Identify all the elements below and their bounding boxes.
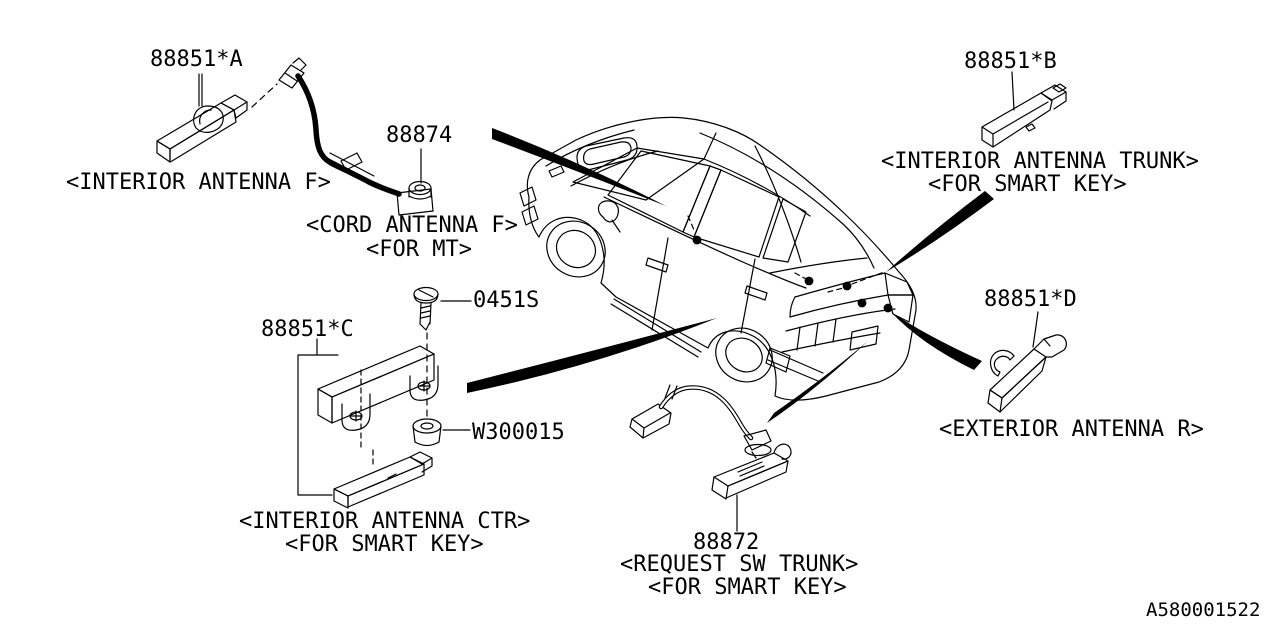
leader-bumper-to-request-switch xyxy=(767,341,868,423)
part-88851c-assembly-drawing xyxy=(297,286,472,509)
grommet-w300015-drawing xyxy=(412,418,471,447)
car-illustration xyxy=(519,116,917,401)
leader-antenna-trunk-to-shelf xyxy=(886,191,994,272)
caption-interior-antenna-ctr: <INTERIOR ANTENNA CTR> xyxy=(239,509,531,534)
part-88851a-drawing xyxy=(156,73,278,163)
antenna-ctr-bar xyxy=(333,451,433,509)
part-88851b-drawing xyxy=(981,71,1067,148)
antenna-cord xyxy=(295,73,402,197)
caption-exterior-antenna-r: <EXTERIOR ANTENNA R> xyxy=(939,417,1204,442)
taillight xyxy=(884,272,914,323)
bracket-leader xyxy=(297,354,339,496)
antenna-location-dots xyxy=(692,235,893,313)
front-wheel xyxy=(546,220,606,278)
part-number-88872: 88872 xyxy=(693,530,760,555)
antenna-clip xyxy=(989,349,1015,377)
leader-bumper-to-exterior-antenna xyxy=(891,312,982,370)
part-number-0451s: 0451S xyxy=(473,288,540,313)
screw-0451s-drawing xyxy=(413,286,472,331)
diagram-id: A580001522 xyxy=(1146,599,1261,621)
hood-scoop xyxy=(576,137,638,171)
leader-antenna-ctr-to-floor xyxy=(467,318,717,393)
caption-for-smart-key-ctr: <FOR SMART KEY> xyxy=(285,532,484,557)
part-number-88851b: 88851*B xyxy=(964,49,1057,74)
side-mirror xyxy=(597,200,621,233)
caption-cord-antenna-f: <CORD ANTENNA F> xyxy=(306,213,518,238)
caption-interior-antenna-f: <INTERIOR ANTENNA F> xyxy=(66,170,331,195)
rear-deck-line xyxy=(769,257,868,274)
part-88874-drawing xyxy=(396,148,434,216)
caption-interior-antenna-trunk: <INTERIOR ANTENNA TRUNK> xyxy=(881,149,1199,174)
location-dashes xyxy=(687,215,885,293)
caption-for-smart-key-trunk: <FOR SMART KEY> xyxy=(928,172,1127,197)
car-body-outline xyxy=(526,116,917,401)
cord-antenna-drawing xyxy=(278,57,434,216)
part-number-88851c: 88851*C xyxy=(261,317,354,342)
quarter-window xyxy=(762,198,807,263)
switch-88872-drawing xyxy=(629,384,792,532)
door-handle xyxy=(645,257,669,273)
rear-wheel xyxy=(715,327,773,383)
antenna-boot xyxy=(193,105,224,133)
part-number-88851a: 88851*A xyxy=(150,47,243,72)
caption-for-mt: <FOR MT> xyxy=(366,237,472,262)
b-pillar xyxy=(682,165,722,238)
caption-for-smart-key-sw: <FOR SMART KEY> xyxy=(648,575,847,600)
caption-request-sw-trunk: <REQUEST SW TRUNK> xyxy=(620,552,859,577)
leader-cord-antenna-to-windshield xyxy=(492,128,666,206)
rear-door-window xyxy=(693,169,780,258)
door-handle xyxy=(744,285,768,301)
switch-cable xyxy=(658,385,754,441)
part-number-88851d: 88851*D xyxy=(984,287,1077,312)
part-88851d-drawing xyxy=(987,311,1067,413)
rear-bumper xyxy=(765,308,896,382)
part-number-88874: 88874 xyxy=(386,123,453,148)
antenna-bracket xyxy=(317,345,439,468)
part-number-w300015: W300015 xyxy=(472,420,565,445)
far-roofline xyxy=(699,132,875,269)
